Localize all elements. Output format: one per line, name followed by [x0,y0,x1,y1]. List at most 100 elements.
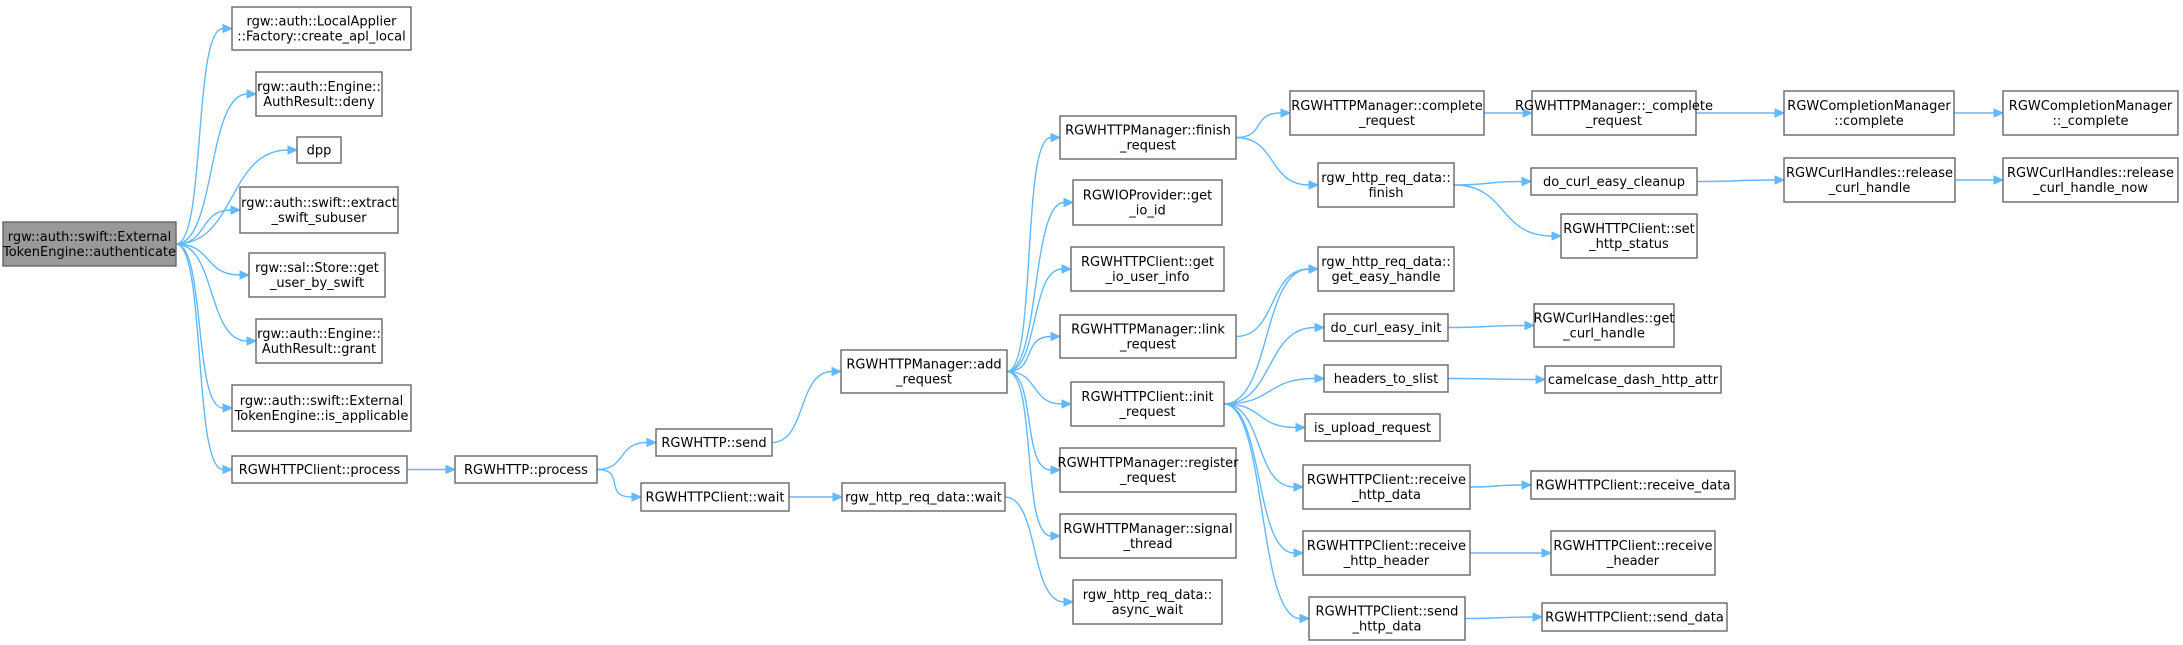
arrowhead-icon [222,23,234,34]
node-box [255,71,383,117]
node-dpp[interactable]: dpp [296,136,342,164]
node-extract_swift_subuser[interactable]: rgw::auth::swift::extract_swift_subuser [239,186,399,234]
edge-line [1469,484,1523,488]
edge-line [1447,324,1526,329]
arrowhead-icon [1993,108,2005,118]
node-set_http_status[interactable]: RGWHTTPClient::set_http_status [1560,213,1698,259]
node-headers_to_slist[interactable]: headers_to_slist [1323,364,1449,393]
edge-line [175,243,224,409]
arrowhead-icon [1522,108,1534,118]
node-box [1550,530,1716,576]
node-box [1533,303,1675,348]
edge-init_request-to-send_http_data [1223,403,1311,624]
node-box [1317,246,1455,292]
node-get_easy_handle[interactable]: rgw_http_req_data::get_easy_handle [1317,246,1455,292]
node-client_wait[interactable]: RGWHTTPClient::wait [640,482,790,512]
node-req_data_finish[interactable]: rgw_http_req_data::finish [1317,162,1455,208]
node-label-line: RGWHTTPClient::process [239,463,401,478]
arrowhead-icon [1314,322,1326,333]
node-_complete_request[interactable]: RGWHTTPManager::_complete_request [1515,90,1713,136]
node-box [841,482,1006,512]
node-label-line: rgw::auth::Engine:: [257,80,381,95]
node-label-line: RGWHTTPClient::receive_data [1536,479,1731,494]
arrowhead-icon [1050,132,1062,143]
arrowhead-icon [1541,548,1553,558]
node-client_process[interactable]: RGWHTTPClient::process [231,455,408,484]
edge-add_request-to-register_request [1006,370,1062,475]
edge-line [1006,370,1063,405]
node-label-line: _curl_handle [1562,327,1645,342]
node-http_send[interactable]: RGWHTTP::send [655,428,773,457]
edge-line [1453,184,1553,237]
node-complete_request[interactable]: RGWHTTPManager::complete_request [1289,90,1485,136]
node-label-line: ::_complete [2053,114,2129,129]
node-box [248,252,386,298]
node-label-line: RGWHTTPManager::finish [1065,124,1231,139]
edge-client_process-to-http_process [407,464,457,475]
node-deny[interactable]: rgw::auth::Engine::AuthResult::deny [255,71,383,117]
edge-line [771,370,833,444]
node-release_curl_handle[interactable]: RGWCurlHandles::release_curl_handle [1783,157,1956,203]
arrowhead-icon [1050,465,1062,475]
node-grant[interactable]: rgw::auth::Engine::AuthResult::grant [255,318,383,364]
arrowhead-icon [1063,197,1075,208]
node-get_curl_handle[interactable]: RGWCurlHandles::get_curl_handle [1533,303,1675,348]
node-receive_http_header[interactable]: RGWHTTPClient::receive_http_header [1302,530,1471,576]
node-label-line: RGWHTTPManager::complete [1291,99,1482,114]
node-do_curl_easy_init[interactable]: do_curl_easy_init [1323,313,1449,342]
node-req_data_wait[interactable]: rgw_http_req_data::wait [841,482,1006,512]
node-cm__complete[interactable]: RGWCompletionManager::_complete [2002,90,2179,136]
node-label-line: do_curl_easy_init [1330,321,1441,336]
node-box [1302,464,1471,510]
node-create_apl_local[interactable]: rgw::auth::LocalApplier::Factory::create… [231,6,412,51]
node-register_request[interactable]: RGWHTTPManager::register_request [1058,447,1240,493]
node-link_request[interactable]: RGWHTTPManager::link_request [1059,314,1237,359]
node-is_applicable[interactable]: rgw::auth::swift::ExternalTokenEngine::i… [231,384,412,432]
edge-add_request-to-signal_thread [1006,370,1062,541]
edge-line [1453,180,1523,186]
edge-req_data_finish-to-do_curl_easy_cleanup [1453,176,1533,187]
node-add_request[interactable]: RGWHTTPManager::add_request [840,349,1008,394]
node-label-line: _io_user_info [1105,270,1190,285]
node-box [255,318,383,364]
node-send_data[interactable]: RGWHTTPClient::send_data [1541,602,1728,632]
node-async_wait[interactable]: rgw_http_req_data::async_wait [1072,579,1223,625]
node-label-line: get_easy_handle [1331,270,1440,285]
node-authenticate[interactable]: rgw::auth::swift::ExternalTokenEngine::a… [2,221,177,267]
node-is_upload_request[interactable]: is_upload_request [1304,413,1441,442]
node-label-line: dpp [307,144,332,159]
edge-authenticate-to-create_apl_local [175,23,234,245]
node-get_io_user_info[interactable]: RGWHTTPClient::get_io_user_info [1070,246,1225,292]
node-finish_request[interactable]: RGWHTTPManager::finish_request [1059,115,1237,160]
edge-headers_to_slist-to-camelcase_dash_http_attr [1447,374,1547,385]
node-get_io_id[interactable]: RGWIOProvider::get_io_id [1072,179,1223,226]
arrowhead-icon [1299,613,1311,624]
node-box [640,482,790,512]
node-label-line: headers_to_slist [1334,372,1439,387]
node-box [2002,90,2179,136]
node-receive_data[interactable]: RGWHTTPClient::receive_data [1530,470,1736,500]
node-label-line: _swift_subuser [270,211,367,226]
arrowhead-icon [445,464,457,475]
edge-line [1223,403,1295,554]
node-get_user_by_swift[interactable]: rgw::sal::Store::get_user_by_swift [248,252,386,298]
node-camelcase_dash_http_attr[interactable]: camelcase_dash_http_attr [1544,365,1722,394]
arrowhead-icon [832,492,844,502]
node-cm_complete[interactable]: RGWCompletionManager::complete [1783,90,1955,136]
edge-init_request-to-do_curl_easy_init [1223,322,1326,405]
arrowhead-icon [646,437,658,448]
nodes-layer: rgw::auth::swift::ExternalTokenEngine::a… [2,6,2179,641]
edge-line [1006,370,1052,471]
node-receive_header[interactable]: RGWHTTPClient::receive_header [1550,530,1716,576]
node-init_request[interactable]: RGWHTTPClient::init_request [1070,381,1225,427]
node-signal_thread[interactable]: RGWHTTPManager::signal_thread [1059,513,1237,559]
node-release_curl_handle_now[interactable]: RGWCurlHandles::release_curl_handle_now [2002,157,2179,203]
node-send_http_data[interactable]: RGWHTTPClient::send_http_data [1308,596,1466,641]
node-http_process[interactable]: RGWHTTP::process [454,455,598,484]
node-do_curl_easy_cleanup[interactable]: do_curl_easy_cleanup [1530,167,1698,196]
node-receive_http_data[interactable]: RGWHTTPClient::receive_http_data [1302,464,1471,510]
edge-line [1447,377,1537,381]
node-box [1783,157,1956,203]
node-label-line: rgw_http_req_data::wait [845,491,1002,506]
edge-add_request-to-link_request [1006,331,1062,373]
